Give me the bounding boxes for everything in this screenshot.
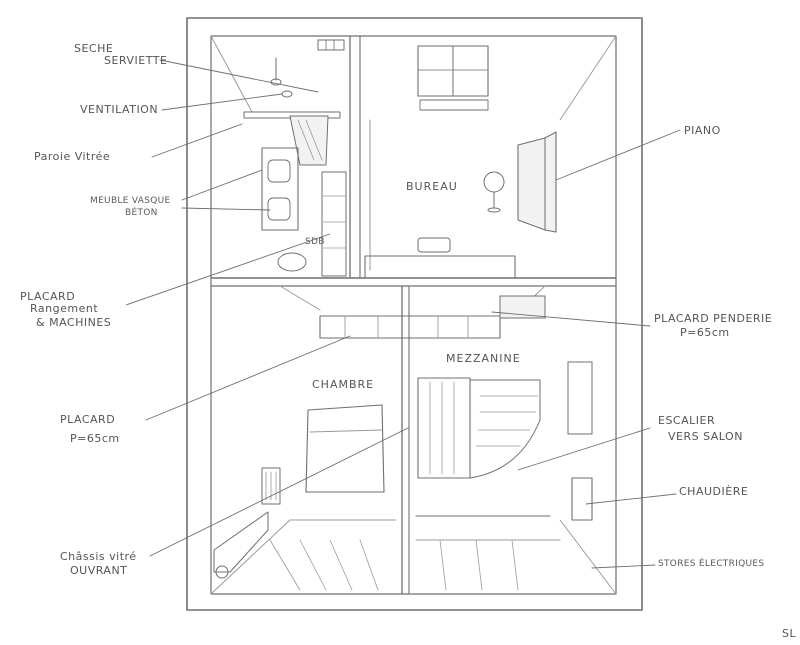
label-placard-rangement-2: Rangement bbox=[30, 302, 98, 315]
signature: SL bbox=[782, 627, 796, 640]
leader-lines bbox=[125, 59, 681, 569]
label-seche-serviette-2: SERVIETTE bbox=[104, 54, 167, 67]
label-seche-serviette-1: SECHE bbox=[74, 42, 113, 55]
office bbox=[364, 45, 557, 279]
label-chassis-vitre-2: OUVRANT bbox=[70, 564, 127, 577]
label-meuble-vasque-2: BÉTON bbox=[125, 206, 158, 218]
label-chassis-vitre-1: Châssis vitré bbox=[60, 550, 137, 563]
label-placard-rangement-3: & MACHINES bbox=[36, 316, 111, 329]
lower-partition bbox=[401, 285, 410, 595]
label-escalier-2: VERS SALON bbox=[668, 430, 743, 443]
label-piano: PIANO bbox=[684, 124, 721, 137]
label-escalier-1: ESCALIER bbox=[658, 414, 715, 427]
label-ventilation: VENTILATION bbox=[80, 103, 158, 116]
room-mezzanine: MEZZANINE bbox=[446, 352, 521, 365]
wardrobe-cabinets bbox=[319, 295, 546, 339]
label-stores: STORES ÉLECTRIQUES bbox=[658, 557, 764, 569]
staircase bbox=[415, 361, 593, 591]
label-meuble-vasque-1: MEUBLE VASQUE bbox=[90, 196, 170, 206]
room-bureau: BUREAU bbox=[406, 180, 458, 193]
upper-partition bbox=[349, 35, 371, 279]
bedroom bbox=[213, 404, 397, 591]
label-placard-penderie-1: PLACARD PENDERIE bbox=[654, 312, 772, 325]
bathroom bbox=[243, 39, 347, 277]
outer-walls bbox=[186, 17, 643, 611]
room-chambre: CHAMBRE bbox=[312, 378, 374, 391]
label-placard-1: PLACARD bbox=[60, 413, 115, 426]
label-placard-2: P=65cm bbox=[70, 432, 120, 445]
label-paroi-vitree: Paroie Vitrée bbox=[34, 150, 110, 163]
label-placard-rangement-1: PLACARD bbox=[20, 290, 75, 303]
mezzanine-floor-edge bbox=[210, 277, 617, 311]
label-placard-penderie-2: P=65cm bbox=[680, 326, 730, 339]
label-chaudiere: CHAUDIÈRE bbox=[679, 485, 748, 498]
room-sdb: SDB bbox=[305, 237, 325, 247]
